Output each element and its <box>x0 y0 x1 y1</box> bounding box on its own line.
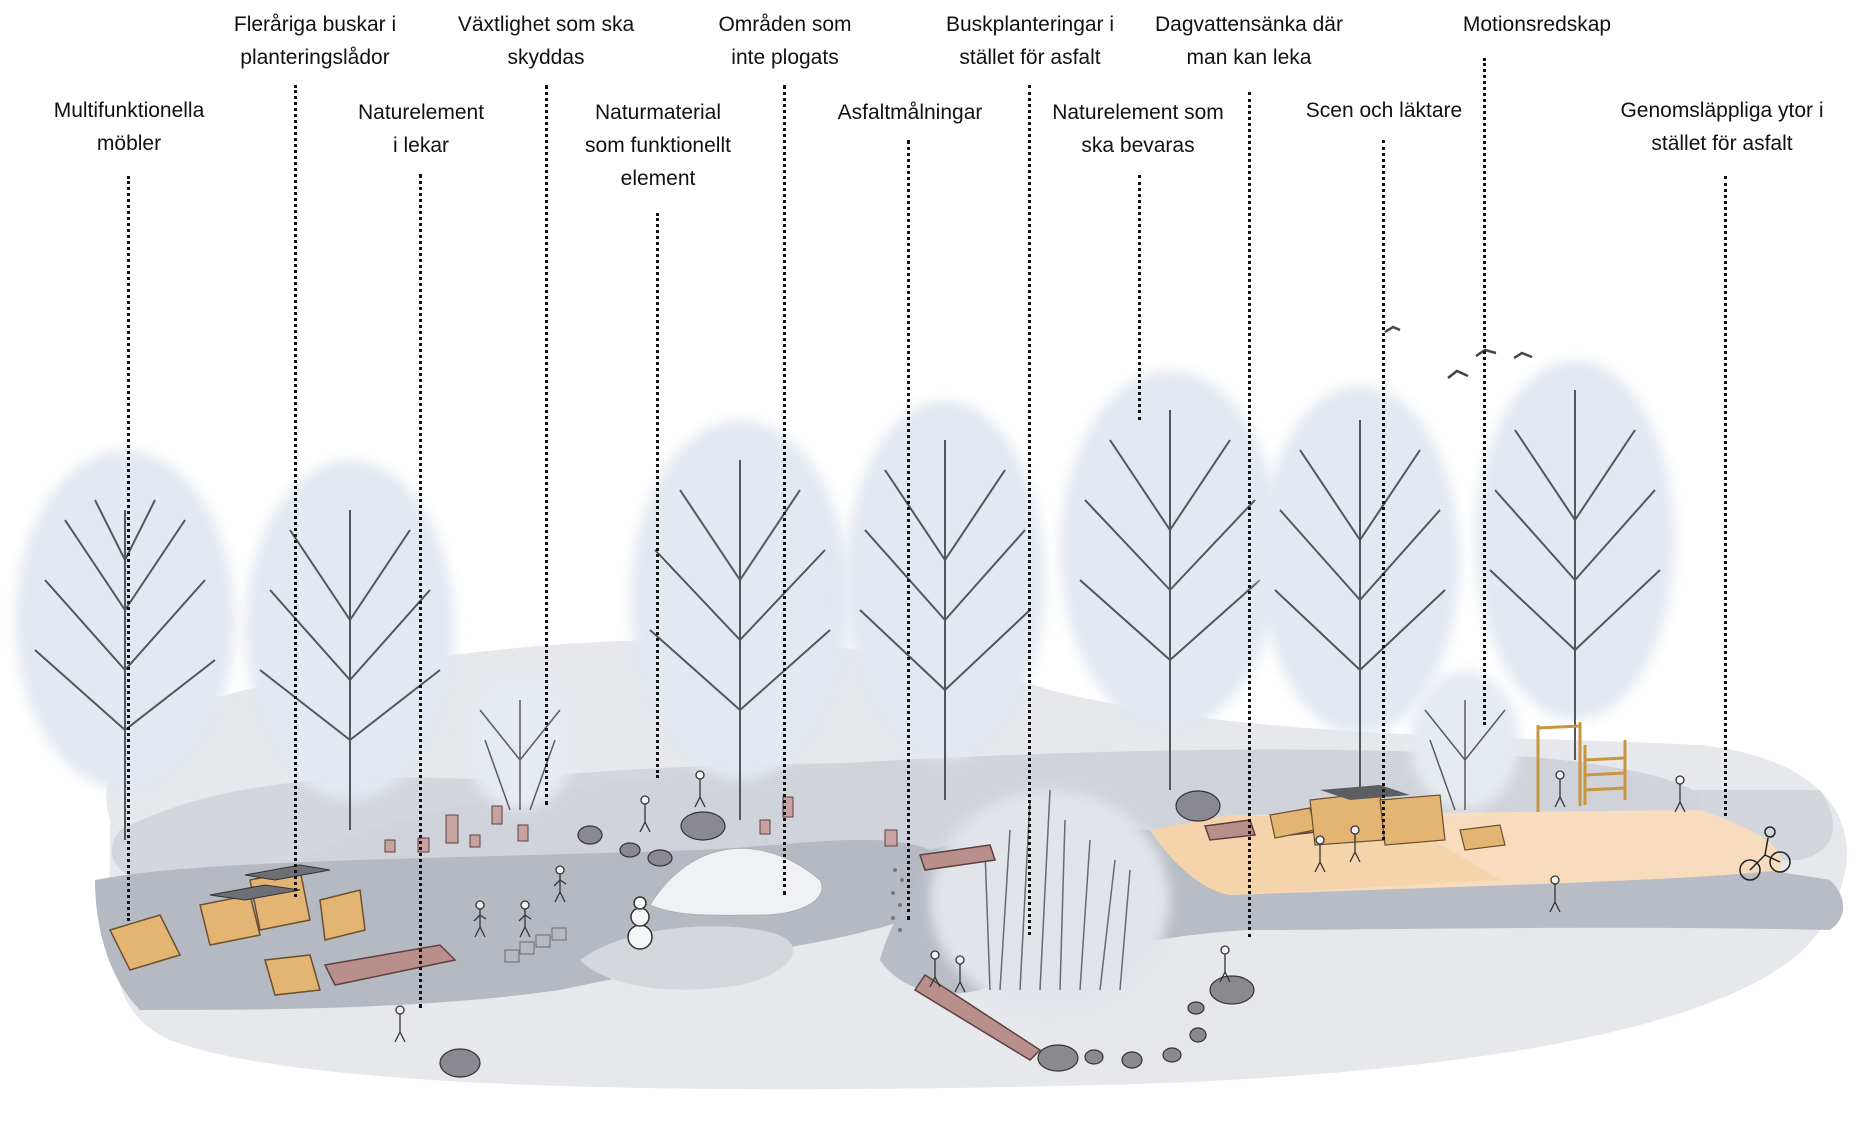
label-line: planteringslådor <box>240 46 390 69</box>
label-line: som funktionellt <box>585 134 731 157</box>
leader-line <box>783 85 786 895</box>
leader-line <box>1248 92 1251 937</box>
label-line: Naturelement <box>357 101 485 124</box>
label-line: Naturelement som <box>1052 101 1224 124</box>
label-line: element <box>620 167 696 190</box>
label-line: skyddas <box>507 46 585 69</box>
leader-line <box>1028 85 1031 935</box>
label-line: Buskplanteringar i <box>945 13 1115 36</box>
tree <box>1260 385 1460 800</box>
reed-planting <box>930 789 1170 1010</box>
label-line: Växtlighet som ska <box>457 13 635 36</box>
birds <box>1384 325 1533 379</box>
label-flerariga-buskar: Fleråriga buskar i planteringslådor <box>234 8 396 74</box>
label-motionsredskap: Motionsredskap <box>1463 8 1611 41</box>
label-line: Områden som <box>718 13 852 36</box>
tree <box>1060 370 1280 790</box>
label-line: Asfaltmålningar <box>837 101 983 124</box>
leader-line <box>1483 58 1486 725</box>
leader-line <box>294 85 297 897</box>
multifunctional-furniture <box>108 869 366 996</box>
label-line: stället för asfalt <box>1651 132 1793 155</box>
label-line: Genomsläppliga ytor i <box>1620 99 1824 122</box>
cyclist <box>1739 826 1791 881</box>
label-line: Multifunktionella <box>53 99 205 122</box>
label-asfaltmalningar: Asfaltmålningar <box>838 96 983 129</box>
label-line: möbler <box>96 132 162 155</box>
label-buskplanteringar: Buskplanteringar i stället för asfalt <box>946 8 1114 74</box>
label-naturmaterial: Naturmaterial som funktionellt element <box>585 96 731 195</box>
people <box>394 770 1686 1043</box>
tree-stumps <box>384 796 898 853</box>
label-genomslappliga-ytor: Genomsläppliga ytor i stället för asfalt <box>1620 94 1823 160</box>
leader-line <box>127 176 130 921</box>
label-line: stället för asfalt <box>959 46 1101 69</box>
snow-pile <box>649 848 823 916</box>
snowman <box>627 896 653 950</box>
label-multifunktionella-mobler: Multifunktionella möbler <box>54 94 205 160</box>
stage-top <box>1320 785 1410 800</box>
planter-boxes <box>209 864 331 901</box>
label-naturelement-lekar: Naturelement i lekar <box>358 96 484 162</box>
tree <box>630 420 850 820</box>
stage-and-bleachers <box>1269 791 1506 851</box>
shrub <box>1410 670 1520 811</box>
label-line: Motionsredskap <box>1462 13 1612 36</box>
shrub <box>465 670 575 811</box>
leader-line <box>656 213 659 778</box>
animal-tracks <box>891 868 904 932</box>
label-line: man kan leka <box>1186 46 1312 69</box>
tree <box>845 400 1045 800</box>
rocks <box>439 790 1255 1078</box>
label-vaxtlighet-skyddas: Växtlighet som ska skyddas <box>458 8 634 74</box>
label-scen-laktare: Scen och läktare <box>1306 94 1462 127</box>
leader-line <box>1724 176 1727 816</box>
label-line: Naturmaterial <box>594 101 722 124</box>
label-line: Fleråriga buskar i <box>233 13 397 36</box>
trees <box>15 360 1675 840</box>
leader-line <box>1138 175 1141 420</box>
label-dagvattensanka: Dagvattensänka där man kan leka <box>1155 8 1343 74</box>
label-naturelement-bevaras: Naturelement som ska bevaras <box>1052 96 1224 162</box>
climbing-frame <box>1536 722 1627 812</box>
leader-line <box>545 85 548 805</box>
leader-line <box>1382 140 1385 840</box>
label-line: Scen och läktare <box>1305 99 1463 122</box>
tree <box>1475 360 1675 760</box>
tree <box>245 460 455 830</box>
label-omraden-plogats: Områden som inte plogats <box>718 8 851 74</box>
label-line: Dagvattensänka där <box>1155 13 1343 36</box>
label-line: i lekar <box>392 134 450 157</box>
hopscotch <box>504 927 567 963</box>
tree <box>15 450 235 840</box>
label-line: ska bevaras <box>1081 134 1195 157</box>
label-line: inte plogats <box>731 46 839 69</box>
leader-line <box>907 140 910 920</box>
leader-line <box>419 174 422 1008</box>
